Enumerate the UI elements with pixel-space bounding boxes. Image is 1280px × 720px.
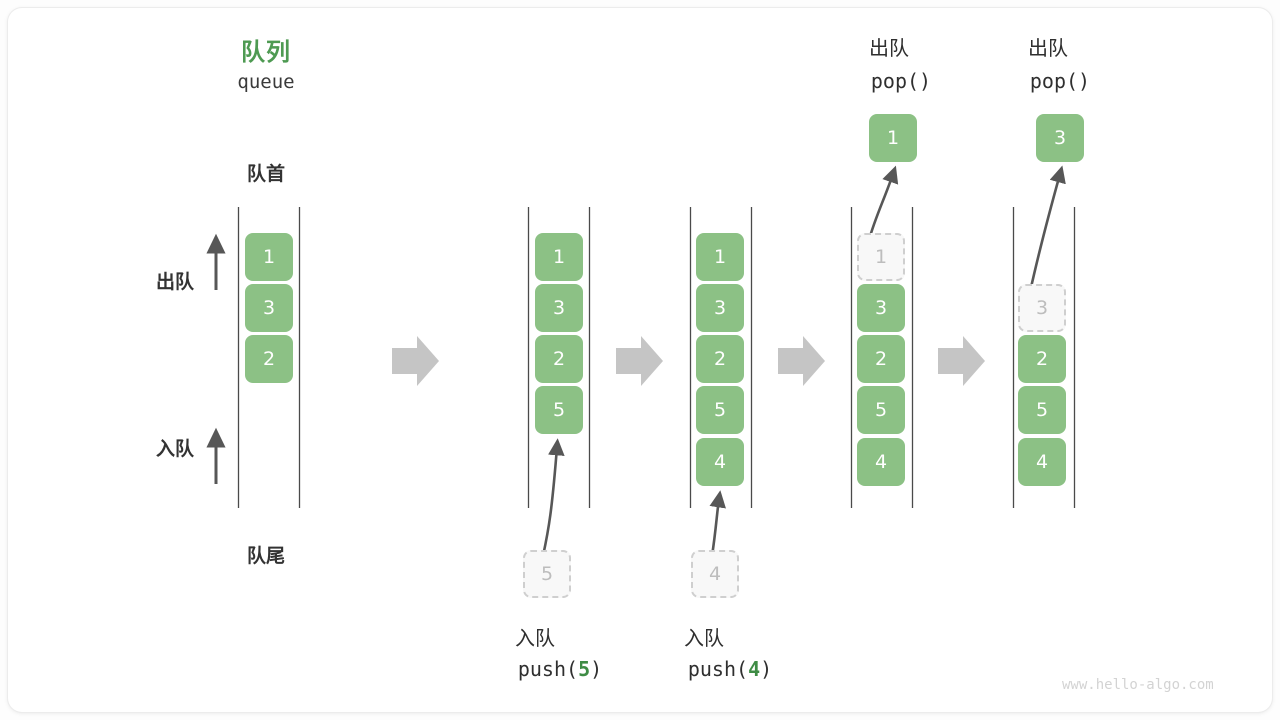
queue-node: 4 <box>1018 438 1066 486</box>
label-rear: 队尾 <box>246 546 286 567</box>
queue-node: 3 <box>245 284 293 332</box>
op-label-code-pop-1: pop() <box>870 69 932 93</box>
queue-node-new: 5 <box>535 386 583 434</box>
code-suffix: ) <box>590 657 603 681</box>
op-label-code-push-4: push(4) <box>688 657 772 681</box>
queue-node: 2 <box>857 335 905 383</box>
pop-arrow-column-4 <box>867 165 899 241</box>
queue-node: 1 <box>535 233 583 281</box>
push-arrow-column-3 <box>709 490 726 557</box>
queue-node: 2 <box>696 335 744 383</box>
popped-ghost-node: 1 <box>857 233 905 281</box>
code-suffix: ) <box>760 657 773 681</box>
step-arrow-3 <box>778 336 825 386</box>
op-label-cn-push-5: 入队 <box>515 628 555 650</box>
step-arrow-4 <box>938 336 985 386</box>
rails-column-3 <box>689 207 753 508</box>
page-title: 队列 <box>241 39 291 66</box>
push-arrow-column-2 <box>541 438 565 557</box>
queue-node: 2 <box>1018 335 1066 383</box>
op-label-code-pop-3: pop() <box>1029 69 1091 93</box>
label-front: 队首 <box>246 164 286 185</box>
code-prefix: push( <box>517 657 579 681</box>
pending-push-node: 4 <box>691 550 739 598</box>
queue-node-new: 4 <box>696 438 744 486</box>
code-prefix: push( <box>687 657 749 681</box>
step-arrow-1 <box>392 336 439 386</box>
popped-value-node: 3 <box>1036 114 1084 162</box>
label-enqueue: 入队 <box>155 439 195 460</box>
popped-value-node: 1 <box>869 114 917 162</box>
code-arg: 4 <box>748 657 761 681</box>
watermark: www.hello-algo.com <box>1062 677 1214 693</box>
queue-node: 2 <box>535 335 583 383</box>
step-arrow-2 <box>616 336 663 386</box>
queue-node: 2 <box>245 335 293 383</box>
op-label-cn-pop-3: 出队 <box>1028 38 1068 60</box>
queue-node: 1 <box>696 233 744 281</box>
queue-node: 5 <box>696 386 744 434</box>
queue-node: 3 <box>535 284 583 332</box>
queue-node: 5 <box>857 386 905 434</box>
op-label-code-push-5: push(5) <box>518 657 602 681</box>
op-label-cn-push-4: 入队 <box>684 628 724 650</box>
op-label-cn-pop-1: 出队 <box>869 38 909 60</box>
queue-node: 3 <box>696 284 744 332</box>
rails-column-2 <box>527 207 591 508</box>
pending-push-node: 5 <box>523 550 571 598</box>
queue-node: 3 <box>857 284 905 332</box>
rails-column-5 <box>1012 207 1076 508</box>
code-arg: 5 <box>578 657 591 681</box>
rails-column-4 <box>850 207 914 508</box>
queue-node: 4 <box>857 438 905 486</box>
rails-column-1 <box>237 207 301 508</box>
pop-arrow-column-5 <box>1028 165 1066 293</box>
queue-node: 5 <box>1018 386 1066 434</box>
page-subtitle: queue <box>237 71 295 93</box>
label-dequeue: 出队 <box>155 272 195 293</box>
queue-node: 1 <box>245 233 293 281</box>
popped-ghost-node: 3 <box>1018 284 1066 332</box>
